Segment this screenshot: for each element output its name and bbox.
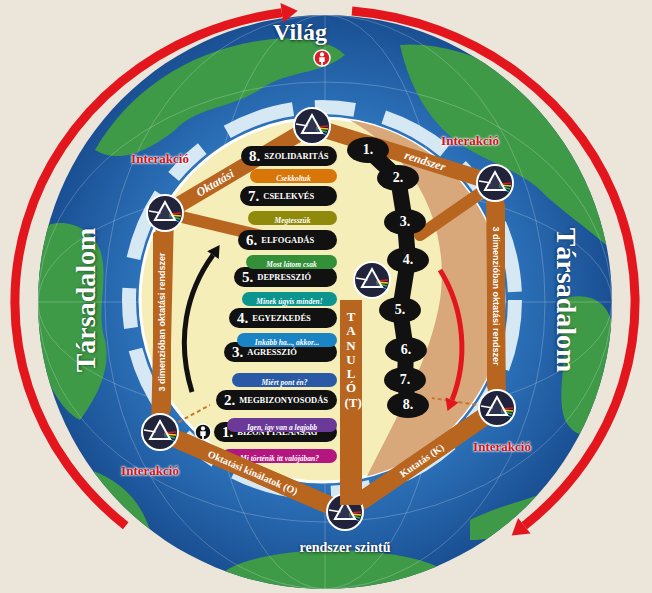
phrase-band: Csekkoltuk (250, 169, 337, 183)
step-name: AGRESSZIÓ (247, 347, 297, 357)
person-icon (314, 50, 330, 66)
spiral-tail (387, 247, 429, 273)
step-name: MEGBIZONYOSODÁS (239, 395, 328, 405)
phrase-band: Most látom csak (246, 255, 337, 269)
phrase-text: Igen, így van a legjobb (247, 423, 317, 432)
callout-number: 2. (393, 171, 404, 185)
phrase-band: Minek úgyis minden! (242, 292, 337, 306)
prism-icon (294, 108, 330, 144)
spiral-tail (347, 137, 389, 163)
step-band: 8. SZOLIDARITÁS (241, 146, 337, 166)
step-band: 4. EGYEZKEDÉS (229, 308, 337, 328)
phrase-text: Miért pont én? (262, 378, 308, 387)
prism-icon (477, 165, 513, 201)
prism-icon (142, 108, 515, 530)
phrase-band: Megtesszük (248, 211, 337, 225)
interaction-label: Interakció (121, 464, 179, 477)
globe-grid (105, 15, 545, 589)
prism-icon (479, 390, 515, 426)
step-name: ELFOGADÁS (261, 235, 314, 245)
interaction-label: Interakció (473, 440, 531, 453)
step-name: CSELEKVÉS (263, 191, 314, 201)
phrase-band: Igen, így van a legjobb (227, 418, 337, 432)
globe-grid (38, 15, 612, 589)
callout-number: 5. (395, 303, 406, 317)
step-name: SZOLIDARITÁS (264, 151, 328, 161)
cycle-arrow (512, 518, 531, 536)
callout-number: 6. (401, 343, 412, 357)
system-bar (345, 408, 497, 512)
continent (215, 550, 455, 593)
prism-icon (147, 195, 183, 231)
vertical-label: TANULÓ (T) (345, 310, 358, 410)
progress-arrow (446, 397, 459, 411)
interaction-label: Interakció (441, 134, 499, 147)
spiral-tail (385, 337, 427, 363)
step-band: 5. DEPRESSZIÓ (234, 267, 337, 287)
prism-icon (354, 262, 390, 298)
system-bar (160, 126, 497, 512)
world-title: Világ (273, 20, 327, 44)
progress-arrow (184, 245, 462, 411)
progress-arrow (440, 270, 462, 400)
callout-number: 1. (363, 143, 374, 157)
callout-number: 8. (403, 398, 414, 412)
interaction-label: Interakció (131, 152, 189, 165)
prism-icon (142, 414, 178, 450)
level-label: rendszer szintű (300, 541, 391, 555)
spiral-tail (377, 165, 419, 191)
progress-arrow (184, 255, 213, 392)
system-bar: 3 dimenzióban oktatási rendszer (487, 203, 505, 389)
step-band: 7. CSELEKVÉS (240, 186, 337, 206)
step-band: 6. ELFOGADÁS (238, 230, 337, 250)
continent (38, 223, 107, 420)
phrase-band: Miért pont én? (232, 373, 337, 387)
cycle-arrow (352, 11, 635, 526)
progress-arrow (207, 245, 219, 259)
step-band: 2. MEGBIZONYOSODÁS (216, 390, 337, 410)
spiral-tail (384, 367, 426, 393)
callout-number: 7. (400, 373, 411, 387)
phrase-text: Minek úgyis minden! (256, 297, 322, 306)
ocean-globe (38, 15, 612, 589)
phrase-band: Inkább ha..., akkor... (237, 333, 337, 347)
system-bar: TANULÓ (T) (340, 300, 362, 505)
step-number: 2. (224, 392, 235, 409)
bar-label: 3 dimenzióban oktatási rendszer (491, 226, 501, 365)
system-bar: 3 dimenzióban oktatási rendszer (153, 232, 171, 412)
step-number: 7. (248, 188, 259, 205)
continent (38, 39, 612, 593)
phrase-text: Megtesszük (275, 216, 311, 225)
spiral-tail (387, 392, 429, 418)
step-name: DEPRESSZIÓ (257, 272, 311, 282)
person-icon (200, 426, 206, 439)
person-icon (319, 52, 325, 65)
callout-number: 3. (400, 215, 411, 229)
step-number: 5. (242, 269, 253, 286)
phrase-text: Most látom csak (266, 260, 316, 269)
bar-label: 3 dimenzióban oktatási rendszer (157, 252, 167, 391)
phrase-text: Inkább ha..., akkor... (255, 338, 319, 347)
society-label: Társadalom (552, 228, 580, 373)
step-number: 4. (237, 310, 248, 327)
callout-number: 4. (403, 253, 414, 267)
globe-grid (38, 82, 612, 522)
step-number: 6. (246, 232, 257, 249)
phrase-text: Csekkoltuk (276, 174, 311, 183)
step-name: EGYEZKEDÉS (252, 313, 311, 323)
spiral-tail (384, 209, 426, 235)
spiral-tail (379, 297, 421, 323)
step-number: 8. (249, 148, 260, 165)
system-bar (160, 432, 345, 512)
cycle-arrow (15, 3, 635, 536)
society-label: Társadalom (72, 228, 100, 373)
